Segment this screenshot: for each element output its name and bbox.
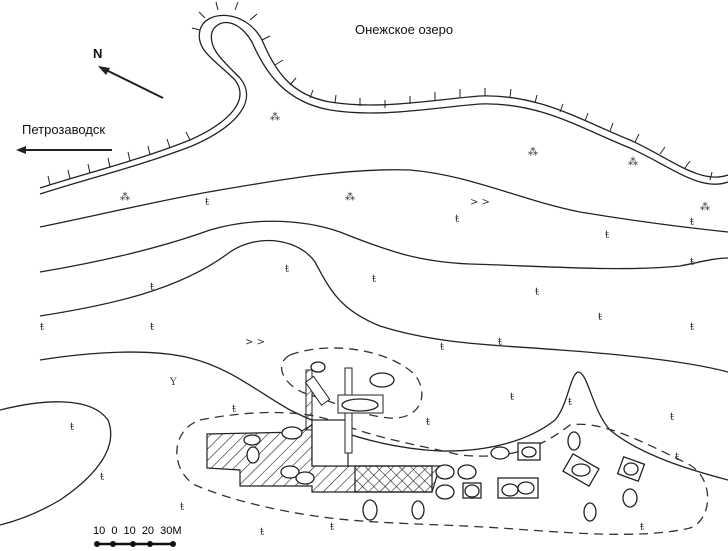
svg-text:ŧ: ŧ xyxy=(675,452,679,463)
shoreline xyxy=(39,14,728,189)
north-arrowhead xyxy=(98,66,110,75)
north-label: N xyxy=(93,46,103,61)
site-boundary xyxy=(280,347,423,419)
scale-labels: 10 0 10 20 30М xyxy=(93,525,182,537)
scale-bar xyxy=(94,541,176,547)
contour-line xyxy=(39,351,728,481)
trench xyxy=(304,375,331,406)
shore-ticks xyxy=(47,1,713,186)
svg-text:ŧ: ŧ xyxy=(568,397,572,408)
svg-text:⁂: ⁂ xyxy=(270,112,280,123)
svg-text:⁂: ⁂ xyxy=(528,147,538,158)
svg-text:ŧ: ŧ xyxy=(535,287,539,298)
svg-text:ŧ: ŧ xyxy=(498,337,502,348)
svg-text:ŧ: ŧ xyxy=(40,322,44,333)
svg-text:ŧ: ŧ xyxy=(510,392,514,403)
shoreline-inner xyxy=(39,22,728,195)
svg-text:⁂: ⁂ xyxy=(345,192,355,203)
svg-text:> >: > > xyxy=(245,337,265,348)
trench xyxy=(311,419,349,467)
svg-text:ŧ: ŧ xyxy=(260,527,264,538)
svg-text:ŧ: ŧ xyxy=(100,472,104,483)
svg-text:ŧ: ŧ xyxy=(330,522,334,533)
city-arrowhead xyxy=(16,146,26,154)
svg-text:ŧ: ŧ xyxy=(690,217,694,228)
lake-label: Онежское озеро xyxy=(355,22,454,37)
svg-text:ŧ: ŧ xyxy=(690,257,694,268)
svg-text:ŧ: ŧ xyxy=(440,342,444,353)
svg-text:ŧ: ŧ xyxy=(690,322,694,333)
svg-text:ŧ: ŧ xyxy=(605,230,609,241)
svg-text:Y: Y xyxy=(169,377,177,388)
svg-text:ŧ: ŧ xyxy=(670,412,674,423)
excavation-area xyxy=(354,465,433,493)
svg-text:ŧ: ŧ xyxy=(598,312,602,323)
svg-text:> >: > > xyxy=(470,197,490,208)
scale-tick: 10 xyxy=(93,525,106,537)
svg-text:ŧ: ŧ xyxy=(372,274,376,285)
svg-text:ŧ: ŧ xyxy=(640,522,644,533)
svg-text:⁂: ⁂ xyxy=(120,192,130,203)
contour-line xyxy=(39,169,728,233)
scale-tick: 0 xyxy=(111,525,118,537)
pits xyxy=(243,361,646,522)
svg-text:ŧ: ŧ xyxy=(180,502,184,513)
scale-unit: М xyxy=(172,525,182,537)
svg-text:⁂: ⁂ xyxy=(700,202,710,213)
contour-line xyxy=(0,401,112,526)
site-boundary xyxy=(176,411,709,535)
svg-text:ŧ: ŧ xyxy=(285,264,289,275)
trench xyxy=(305,369,313,431)
svg-text:⁂: ⁂ xyxy=(628,157,638,168)
svg-text:ŧ: ŧ xyxy=(455,214,459,225)
svg-text:ŧ: ŧ xyxy=(150,322,154,333)
svg-text:ŧ: ŧ xyxy=(232,404,236,415)
svg-text:ŧ: ŧ xyxy=(426,417,430,428)
contour-line xyxy=(39,220,728,273)
svg-text:ŧ: ŧ xyxy=(150,282,154,293)
scale-tick: 20 xyxy=(141,525,155,537)
scale-tick: 30 xyxy=(160,525,173,537)
north-arrow-icon xyxy=(99,66,164,99)
svg-text:ŧ: ŧ xyxy=(205,197,209,208)
svg-text:ŧ: ŧ xyxy=(70,422,74,433)
contour-line xyxy=(39,239,728,373)
city-label: Петрозаводск xyxy=(22,122,106,137)
scale-tick: 10 xyxy=(123,525,136,537)
vegetation-symbols: ⁂ ⁂ ⁂ ⁂ ⁂ ⁂ ŧ ŧ ŧ ŧ ŧ ŧ ŧ ŧ ŧ ŧ ŧ ŧ ŧ ŧ ŧ ŧ ŧ ŧ ŧ ŧ ŧ ŧ ŧ ŧ ŧ ŧ ŧ > > > … xyxy=(40,112,710,538)
